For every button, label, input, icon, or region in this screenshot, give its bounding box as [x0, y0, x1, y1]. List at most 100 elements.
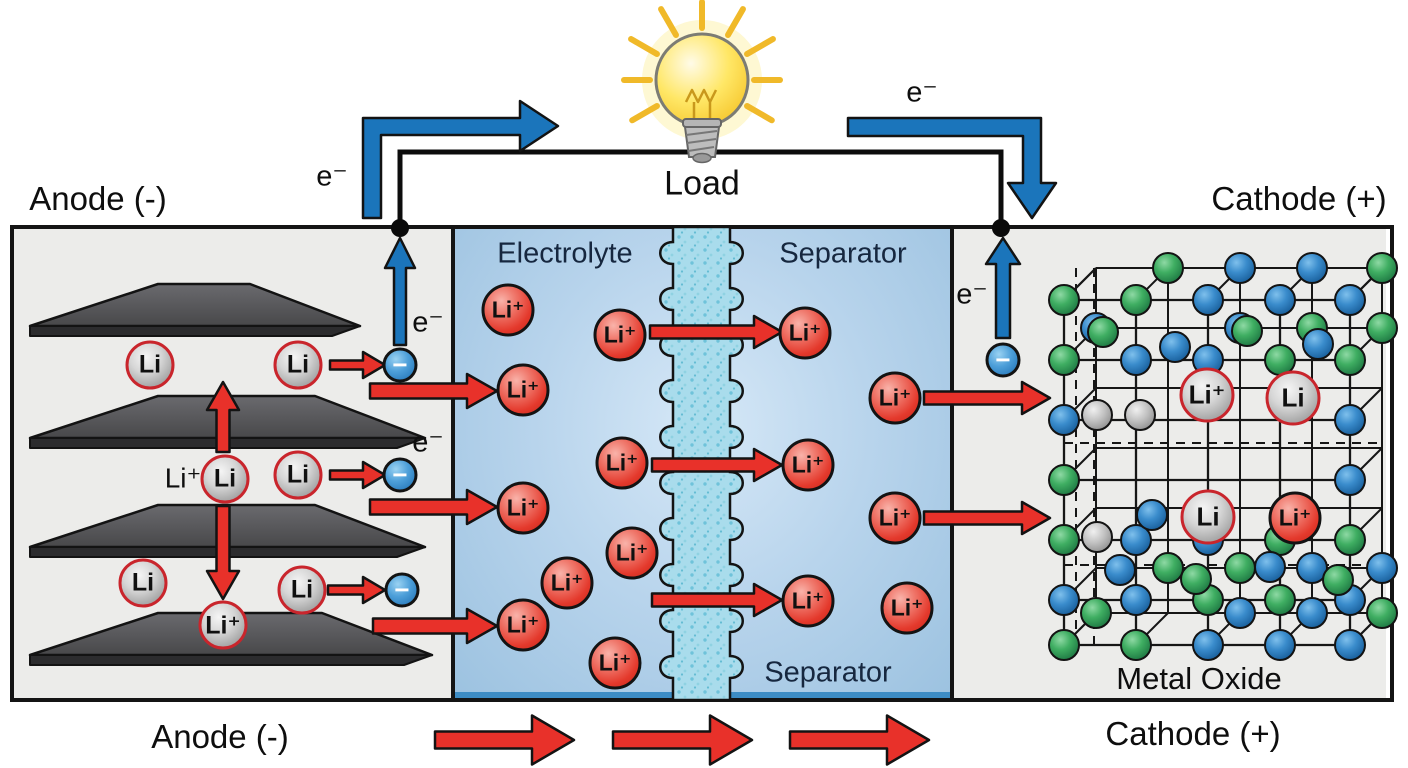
- electron-flow-arrows: [361, 99, 1058, 347]
- lithium-ion: Li⁺: [496, 598, 550, 652]
- cathode-label-top: Cathode (+): [1211, 180, 1387, 217]
- lattice-sphere: [1334, 404, 1366, 436]
- load-label: Load: [664, 164, 740, 203]
- red-arrow: [205, 504, 241, 601]
- separator-label-top: Separator: [779, 237, 907, 270]
- electron: −: [382, 457, 418, 493]
- anode-terminal-dot: [391, 219, 409, 237]
- lattice-sphere: [1081, 521, 1113, 553]
- lattice-sphere: [1224, 252, 1256, 284]
- lattice-sphere: [1120, 284, 1152, 316]
- lattice-sphere: [1296, 252, 1328, 284]
- lithium-atom: Li: [273, 450, 323, 500]
- cathode-terminal-dot: [992, 219, 1010, 237]
- lattice-sphere: [1264, 629, 1296, 661]
- lithium-ion: Li⁺: [540, 556, 594, 610]
- cathode-lithium-site: Li: [1265, 370, 1321, 426]
- red-arrow: [368, 488, 499, 526]
- red-arrow: [328, 350, 387, 380]
- electron: −: [382, 347, 418, 383]
- lithium-ion: Li⁺: [778, 306, 832, 360]
- lattice-sphere: [1302, 328, 1334, 360]
- lithium-ion: Li⁺: [781, 438, 835, 492]
- electron-arrow-left: [361, 99, 560, 220]
- lattice-sphere: [1264, 584, 1296, 616]
- anode-label-bottom: Anode (-): [151, 718, 289, 755]
- cathode-electron-up-arrow: [984, 236, 1022, 340]
- red-arrow: [922, 500, 1052, 536]
- lattice-sphere: [1048, 584, 1080, 616]
- lattice-sphere: [1180, 563, 1212, 595]
- electron-label: e⁻: [412, 426, 444, 459]
- electrolyte-cathode-divider: [950, 229, 954, 698]
- red-arrow: [328, 460, 387, 490]
- cathode-lithium-site: Li⁺: [1268, 491, 1322, 545]
- cathode-label-bottom: Cathode (+): [1105, 715, 1281, 752]
- lattice-sphere: [1159, 331, 1191, 363]
- lattice-sphere: [1048, 404, 1080, 436]
- lattice-sphere: [1231, 315, 1263, 347]
- separator-label-bottom: Separator: [764, 656, 892, 689]
- lithium-atom: Li: [277, 565, 327, 615]
- lithium-atom: Li: [118, 558, 168, 608]
- lattice-sphere: [1366, 312, 1398, 344]
- red-arrow: [433, 714, 576, 766]
- lattice-sphere: [1264, 284, 1296, 316]
- lithium-atom: Li: [273, 340, 323, 390]
- anode-electrolyte-divider: [451, 229, 455, 698]
- electron-arrow-right: [846, 116, 1058, 220]
- lattice-sphere: [1124, 399, 1156, 431]
- lattice-sphere: [1120, 344, 1152, 376]
- lithium-atom: Li: [125, 340, 175, 390]
- electron-label: e⁻: [906, 76, 938, 109]
- cathode-lithium-site: Li: [1180, 489, 1236, 545]
- lattice-sphere: [1296, 552, 1328, 584]
- lithium-ion: Li⁺: [781, 574, 835, 628]
- lattice-sphere: [1120, 524, 1152, 556]
- red-arrow: [205, 380, 241, 454]
- electron-label: e⁻: [316, 160, 348, 193]
- lithium-atom: Li: [200, 454, 250, 504]
- red-arrow: [650, 447, 784, 483]
- graphite-layer: [28, 611, 434, 666]
- red-arrow: [326, 575, 387, 605]
- red-arrow: [611, 714, 754, 766]
- lithium-atom: Li⁺: [198, 600, 248, 650]
- anode-electron-up-arrow: [383, 236, 417, 347]
- red-arrow: [368, 372, 499, 410]
- cathode-lithium-site: Li⁺: [1179, 367, 1235, 423]
- lithium-ion: Li⁺: [588, 636, 642, 690]
- light-bulb-icon: [621, 0, 783, 164]
- red-arrow: [788, 714, 931, 766]
- electrolyte-label: Electrolyte: [497, 237, 633, 270]
- red-arrow: [648, 314, 784, 350]
- lattice-sphere: [1322, 564, 1354, 596]
- lattice-sphere: [1334, 464, 1366, 496]
- lithium-ion: Li⁺: [481, 283, 535, 337]
- metal-oxide-lattice: [1048, 252, 1398, 661]
- electron-label: e⁻: [956, 278, 988, 311]
- lattice-sphere: [1192, 284, 1224, 316]
- lattice-sphere: [1048, 464, 1080, 496]
- lattice-sphere: [1080, 597, 1112, 629]
- lattice-sphere: [1334, 629, 1366, 661]
- electron: −: [985, 342, 1021, 378]
- lithium-ion: Li⁺: [868, 491, 922, 545]
- lattice-sphere: [1120, 584, 1152, 616]
- lattice-sphere: [1081, 399, 1113, 431]
- lattice-sphere: [1224, 597, 1256, 629]
- red-arrow: [650, 582, 784, 618]
- lithium-ion: Li⁺: [496, 481, 550, 535]
- lattice-sphere: [1087, 316, 1119, 348]
- electron: −: [384, 572, 420, 608]
- anode-label-top: Anode (-): [29, 180, 167, 217]
- lithium-ion: Li⁺: [595, 436, 649, 490]
- lithium-ion: Li⁺: [593, 308, 647, 362]
- lattice-sphere: [1104, 554, 1136, 586]
- lithium-ion: Li⁺: [868, 371, 922, 425]
- lattice-sphere: [1048, 524, 1080, 556]
- lattice-sphere: [1366, 252, 1398, 284]
- lattice-sphere: [1152, 552, 1184, 584]
- lattice-sphere: [1048, 629, 1080, 661]
